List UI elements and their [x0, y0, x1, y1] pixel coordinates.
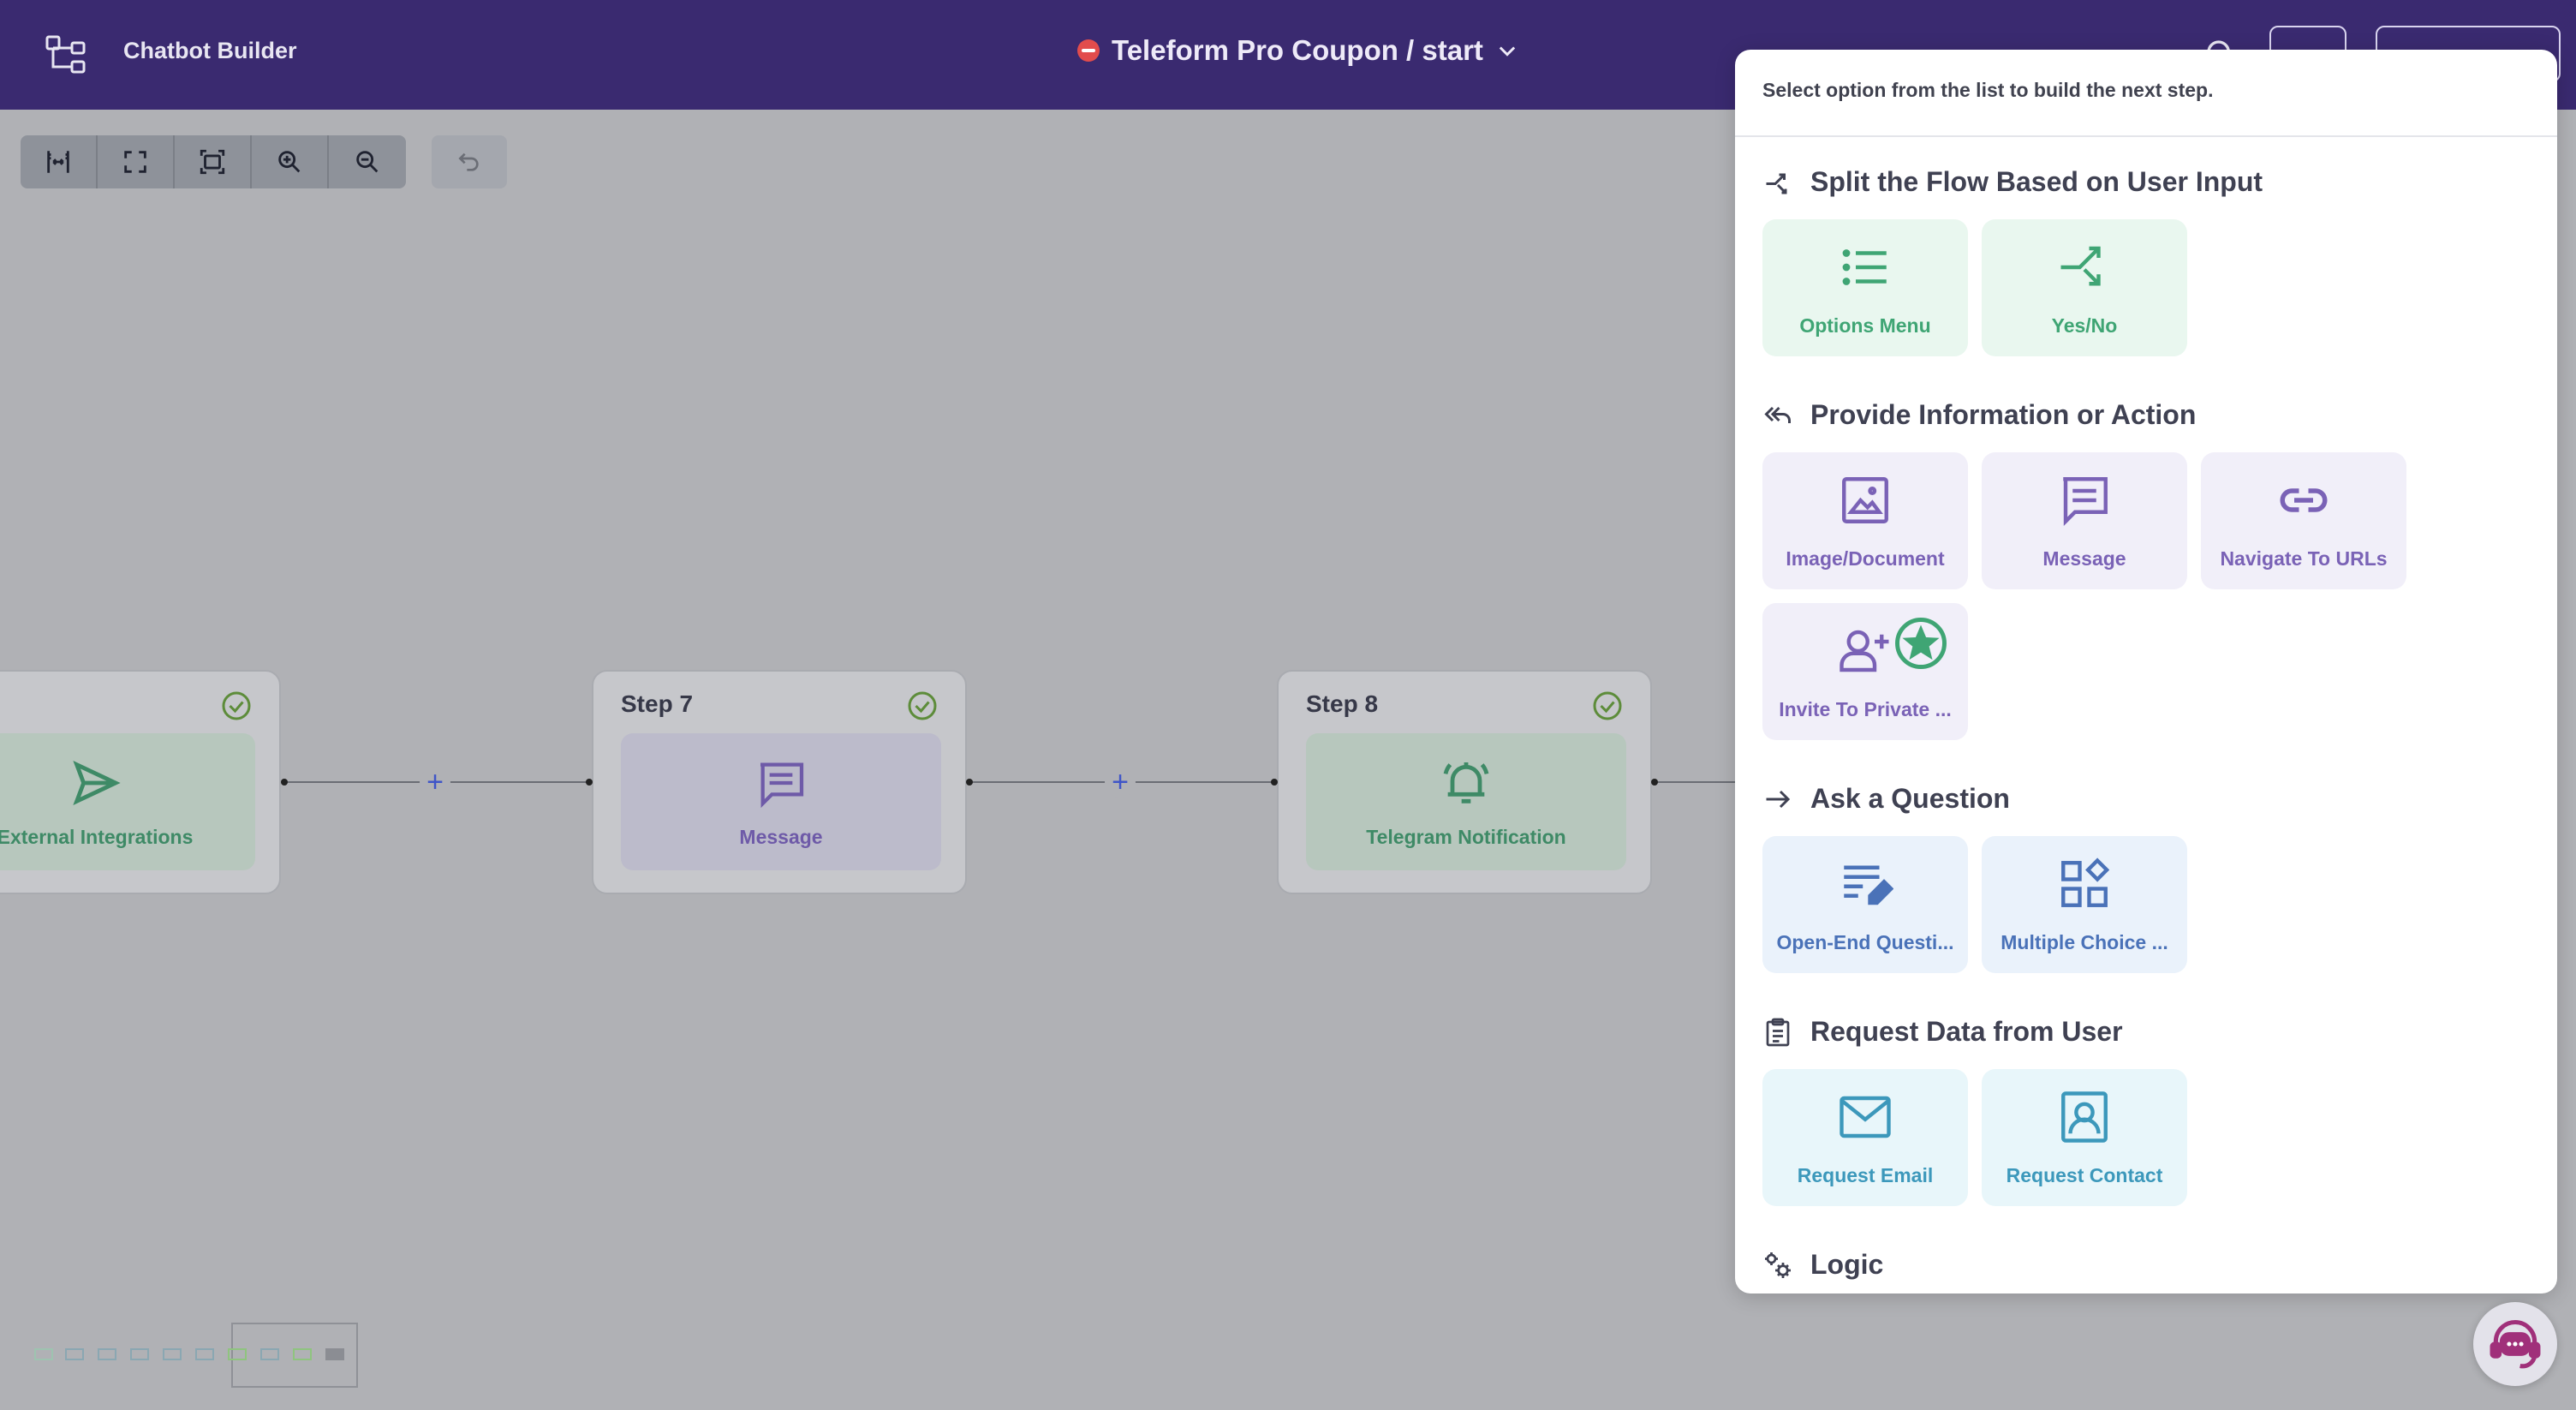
section-request-data: Request Data from User	[1762, 1016, 2123, 1048]
node-card[interactable]: Message	[621, 733, 941, 870]
node-card[interactable]: External Integrations	[0, 733, 255, 870]
connector-port[interactable]	[1651, 779, 1658, 786]
flow-selector[interactable]: Teleform Pro Coupon / start	[1077, 34, 1519, 67]
minimap-viewport[interactable]	[231, 1323, 358, 1388]
node-card-label: Telegram Notification	[1366, 825, 1566, 848]
minimap-node	[325, 1348, 344, 1360]
flow-logo-icon[interactable]	[45, 34, 87, 75]
gears-icon	[1765, 1252, 1791, 1278]
tile-options-menu[interactable]: Options Menu	[1762, 219, 1968, 356]
panel-divider	[1735, 135, 2557, 137]
flow-node-step-7[interactable]: Step 7 Message	[592, 670, 967, 894]
canvas-toolbar	[21, 135, 406, 188]
minimap-node	[163, 1348, 182, 1360]
minimap-node	[260, 1348, 279, 1360]
send-icon	[73, 760, 121, 805]
tile-open-end-question[interactable]: Open-End Questi...	[1762, 836, 1968, 973]
connector-port[interactable]	[1271, 779, 1278, 786]
grid-choice-icon	[2061, 857, 2110, 907]
minimap-node	[293, 1348, 312, 1360]
check-circle-icon	[908, 691, 937, 720]
minimap-node	[130, 1348, 149, 1360]
tile-yes-no[interactable]: Yes/No	[1982, 219, 2187, 356]
connector-edge	[1653, 781, 1735, 783]
flow-title-text: Teleform Pro Coupon / start	[1112, 34, 1483, 66]
flow-node-step-6[interactable]: External Integrations	[0, 670, 281, 894]
node-card-label: External Integrations	[0, 825, 194, 848]
panel-hint: Select option from the list to build the…	[1762, 79, 2214, 101]
zoom-in-button[interactable]	[252, 135, 329, 188]
zoom-in-icon	[278, 151, 301, 173]
connector-port[interactable]	[966, 779, 973, 786]
fit-width-button[interactable]	[21, 135, 98, 188]
chevron-down-icon	[1499, 46, 1516, 57]
fullscreen-icon	[124, 151, 146, 173]
link-icon	[2280, 487, 2328, 512]
section-provide-info: Provide Information or Action	[1762, 399, 2196, 431]
reply-all-icon	[1764, 406, 1791, 423]
check-circle-icon	[222, 691, 251, 720]
node-title: Step 8	[1306, 690, 1379, 717]
add-step-button[interactable]: +	[1105, 767, 1136, 798]
message-icon	[760, 762, 804, 808]
fit-width-icon	[47, 151, 69, 173]
support-agent-icon	[2490, 1319, 2541, 1369]
minimap-node	[195, 1348, 214, 1360]
minimap-node	[65, 1348, 84, 1360]
add-step-button[interactable]: +	[420, 767, 450, 798]
app-title: Chatbot Builder	[123, 38, 297, 63]
flow-node-step-8[interactable]: Step 8 Telegram Notification	[1277, 670, 1652, 894]
section-split-flow: Split the Flow Based on User Input	[1762, 166, 2263, 198]
minimap-node	[228, 1348, 247, 1360]
plus-icon: +	[426, 766, 444, 798]
step-picker-panel: Select option from the list to build the…	[1735, 50, 2557, 1293]
clipboard-icon	[1766, 1018, 1790, 1046]
stop-badge-icon	[1077, 39, 1100, 62]
arrow-right-icon	[1766, 790, 1791, 808]
node-card-label: Message	[739, 825, 823, 848]
connector-port[interactable]	[586, 779, 593, 786]
connector-port[interactable]	[281, 779, 288, 786]
split-arrow-icon	[2060, 246, 2101, 285]
list-icon	[1842, 248, 1887, 285]
edit-text-icon	[1844, 865, 1893, 905]
contact-icon	[2061, 1090, 2108, 1143]
section-ask-question: Ask a Question	[1762, 783, 2010, 815]
minimap[interactable]	[26, 1323, 358, 1388]
tile-invite-private[interactable]: Invite To Private ...	[1762, 603, 1968, 740]
node-card[interactable]: Telegram Notification	[1306, 733, 1626, 870]
message-icon	[2063, 476, 2108, 526]
bell-icon	[1443, 762, 1489, 804]
image-icon	[1842, 476, 1888, 523]
tile-image-document[interactable]: Image/Document	[1762, 452, 1968, 589]
minimap-node	[34, 1348, 53, 1360]
star-badge-icon	[1895, 618, 1947, 669]
tile-request-email[interactable]: Request Email	[1762, 1069, 1968, 1206]
undo-button[interactable]	[432, 135, 507, 188]
zoom-out-button[interactable]	[329, 135, 406, 188]
flow-canvas[interactable]: External Integrations Step 7 Message Ste…	[0, 110, 2576, 1410]
plus-icon: +	[1112, 766, 1129, 798]
tile-multiple-choice[interactable]: Multiple Choice ...	[1982, 836, 2187, 973]
minimap-node	[98, 1348, 116, 1360]
tile-request-contact[interactable]: Request Contact	[1982, 1069, 2187, 1206]
fullscreen-button[interactable]	[98, 135, 175, 188]
add-user-icon	[1840, 630, 1889, 672]
check-circle-icon	[1593, 691, 1622, 720]
support-chat-button[interactable]	[2473, 1302, 2557, 1386]
envelope-icon	[1840, 1096, 1891, 1138]
fit-view-icon	[200, 149, 225, 175]
tile-message[interactable]: Message	[1982, 452, 2187, 589]
fit-view-button[interactable]	[175, 135, 252, 188]
node-title: Step 7	[621, 690, 694, 717]
section-logic: Logic	[1762, 1249, 1883, 1281]
tile-navigate-urls[interactable]: Navigate To URLs	[2201, 452, 2406, 589]
zoom-out-icon	[356, 151, 379, 173]
split-icon	[1766, 173, 1787, 194]
undo-icon	[458, 152, 479, 171]
